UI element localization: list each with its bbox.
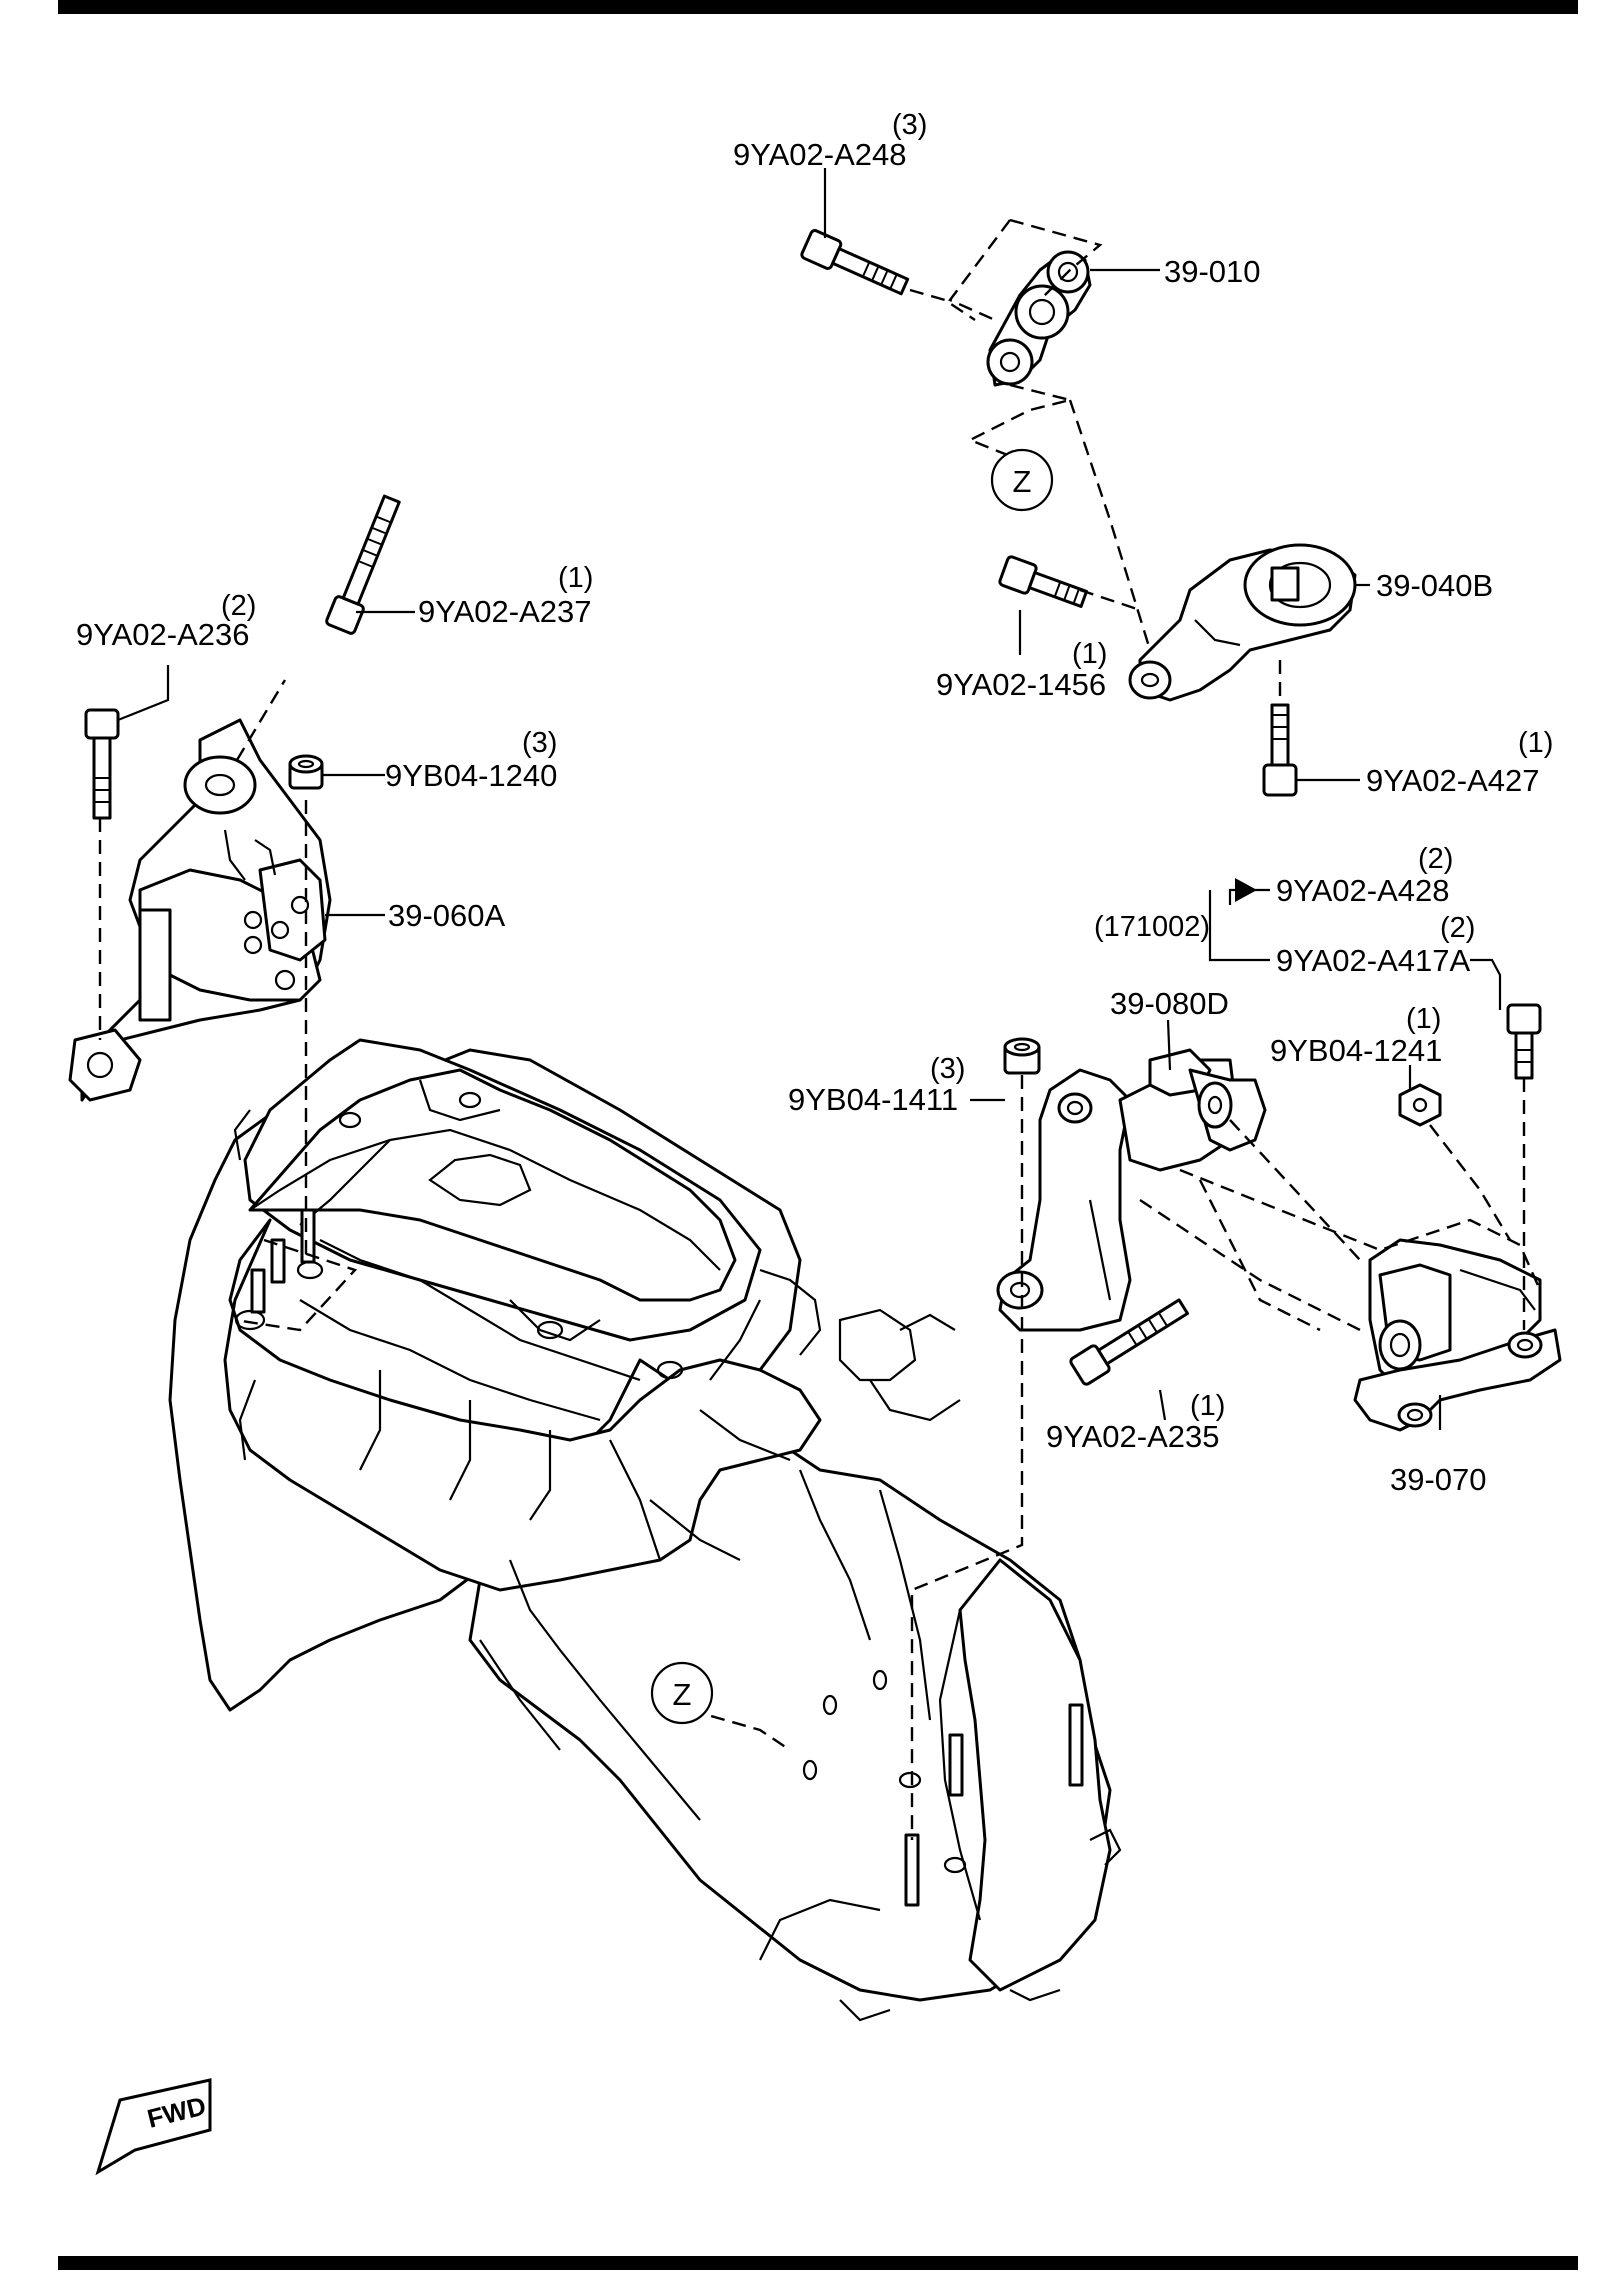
mount-39-070[interactable] — [1353, 1238, 1562, 1432]
label-9ya02-a236: 9YA02-A236 — [76, 617, 250, 652]
z-bottom-label: Z — [673, 1677, 692, 1712]
reference-circle-z-bottom: Z — [650, 1661, 714, 1725]
bolt-9ya02-a248[interactable] — [800, 229, 911, 300]
bottom-border — [58, 2256, 1578, 2270]
arrow-head-a428 — [1235, 878, 1257, 902]
label-qty-a236: (2) — [221, 590, 256, 622]
label-9ya02-a235: 9YA02-A235 — [1046, 1419, 1220, 1454]
bolt-9ya02-1456[interactable] — [998, 555, 1089, 613]
label-qty-1456: (1) — [1072, 638, 1107, 670]
nut-9yb04-1411[interactable] — [1003, 1037, 1041, 1075]
bolt-9ya02-a237[interactable] — [325, 493, 405, 635]
leader-lines — [117, 168, 1502, 1430]
label-9ya02-a248: 9YA02-A248 — [733, 137, 907, 172]
mount-39-060a[interactable] — [68, 718, 332, 1102]
mount-39-010[interactable] — [986, 250, 1092, 387]
bolt-9ya02-a236[interactable] — [84, 708, 120, 820]
z-top-label: Z — [1013, 464, 1032, 499]
label-9ya02-a428: 9YA02-A428 — [1276, 873, 1450, 908]
label-39-010: 39-010 — [1164, 254, 1261, 289]
label-qty-b1411: (3) — [930, 1053, 965, 1085]
mount-39-040b[interactable] — [1128, 543, 1357, 702]
label-qty-b1240: (3) — [522, 727, 557, 759]
fwd-arrow-icon: FWD — [95, 2078, 212, 2176]
label-qty-a417a: (2) — [1440, 912, 1475, 944]
label-qty-b1241: (1) — [1406, 1003, 1441, 1035]
mount-39-080d[interactable] — [996, 1048, 1267, 1332]
part-labels: (3) 9YA02-A248 39-010 (1) 9YA02-A237 (2)… — [76, 109, 1553, 1497]
label-qty-a235: (1) — [1190, 1390, 1225, 1422]
bolt-9ya02-a235[interactable] — [1069, 1294, 1191, 1386]
top-border — [58, 0, 1578, 14]
label-qty-a248: (3) — [892, 109, 927, 141]
label-9yb04-1241: 9YB04-1241 — [1270, 1033, 1442, 1068]
nut-9yb04-1241[interactable] — [1398, 1083, 1442, 1127]
label-qty-a427: (1) — [1518, 727, 1553, 759]
bolt-9ya02-a417a[interactable] — [1506, 1003, 1542, 1080]
label-9ya02-1456: 9YA02-1456 — [936, 667, 1106, 702]
label-date-code: (171002) — [1094, 911, 1210, 943]
label-39-070: 39-070 — [1390, 1462, 1487, 1497]
label-9yb04-1411: 9YB04-1411 — [788, 1082, 958, 1117]
label-9ya02-a427: 9YA02-A427 — [1366, 763, 1540, 798]
label-9ya02-a417a: 9YA02-A417A — [1276, 943, 1470, 978]
label-9yb04-1240: 9YB04-1240 — [385, 758, 557, 793]
engine-assembly — [168, 1038, 1122, 2022]
label-39-080d: 39-080D — [1110, 986, 1229, 1021]
label-qty-a237: (1) — [558, 562, 593, 594]
label-39-040b: 39-040B — [1376, 568, 1493, 603]
label-qty-a428: (2) — [1418, 843, 1453, 875]
reference-circle-z-top: Z — [990, 448, 1054, 512]
assembly-lines — [98, 218, 1542, 1840]
label-39-060a: 39-060A — [388, 898, 506, 933]
bolt-9ya02-a427[interactable] — [1262, 703, 1298, 797]
nut-9yb04-1240[interactable] — [288, 754, 324, 790]
label-9ya02-a237: 9YA02-A237 — [418, 594, 592, 629]
